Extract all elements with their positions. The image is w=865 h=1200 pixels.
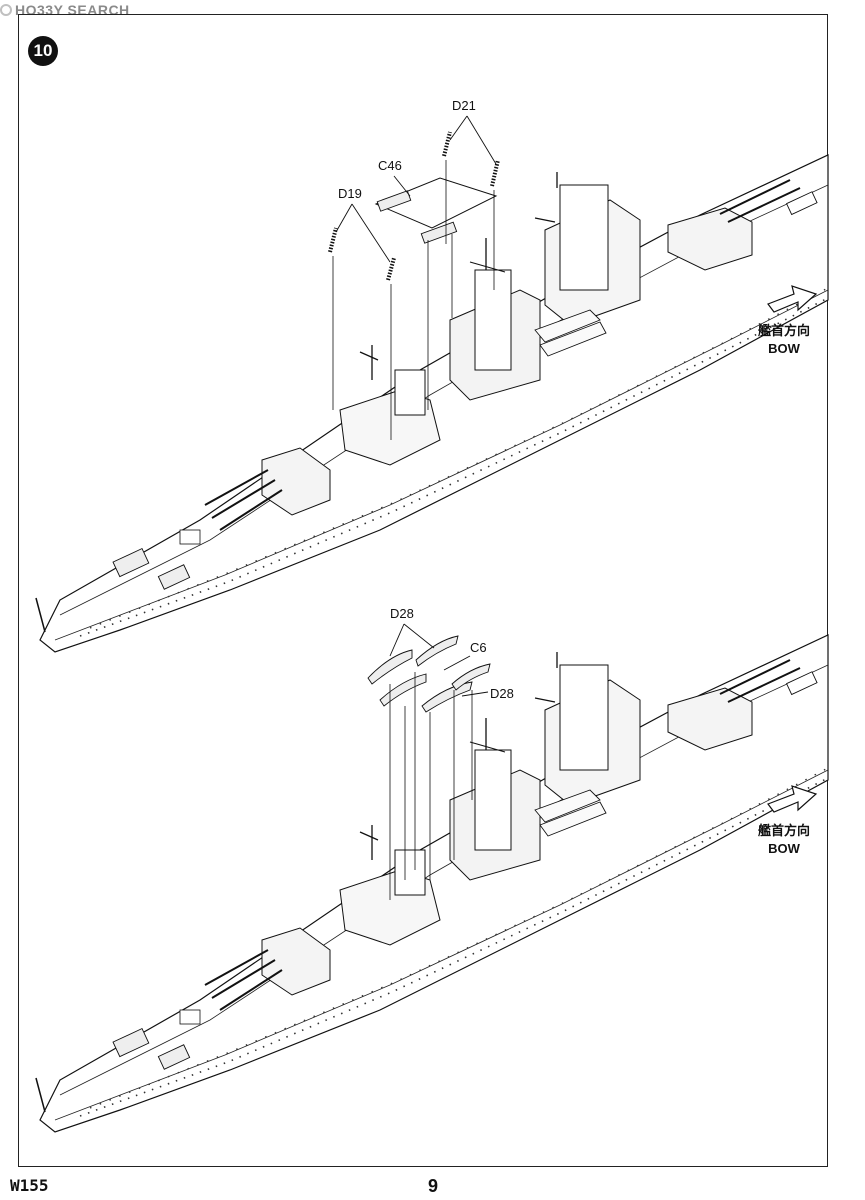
bottom-leader-lines — [389, 672, 473, 900]
part-label-d21: D21 — [452, 98, 476, 113]
part-label-d28-bottom: D28 — [490, 686, 514, 701]
bow-direction-jp: 艦首方向 — [757, 823, 810, 838]
part-label-d28-top: D28 — [390, 606, 414, 621]
top-leader-lines — [332, 160, 495, 440]
page-number: 9 — [428, 1176, 439, 1196]
product-code: W155 — [10, 1176, 49, 1195]
part-label-c46: C46 — [378, 158, 402, 173]
part-label-c6: C6 — [470, 640, 487, 655]
bow-direction-en: BOW — [768, 841, 800, 856]
watermark-logo-icon — [0, 4, 12, 16]
bow-direction-en: BOW — [768, 341, 800, 356]
part-label-d19: D19 — [338, 186, 362, 201]
part-c46-frame — [374, 175, 498, 244]
bow-direction-jp: 艦首方向 — [757, 323, 810, 338]
bow-direction-top: 艦首方向 BOW — [749, 322, 819, 358]
part-d19-ladders — [328, 203, 396, 281]
step-number-badge: 10 — [28, 36, 58, 66]
part-d28-c6-boats — [367, 623, 491, 713]
bow-direction-bottom: 艦首方向 BOW — [749, 822, 819, 858]
part-d21-ladders — [442, 115, 500, 187]
ship-bottom-drawing — [35, 634, 829, 1133]
page-frame — [18, 14, 828, 1167]
